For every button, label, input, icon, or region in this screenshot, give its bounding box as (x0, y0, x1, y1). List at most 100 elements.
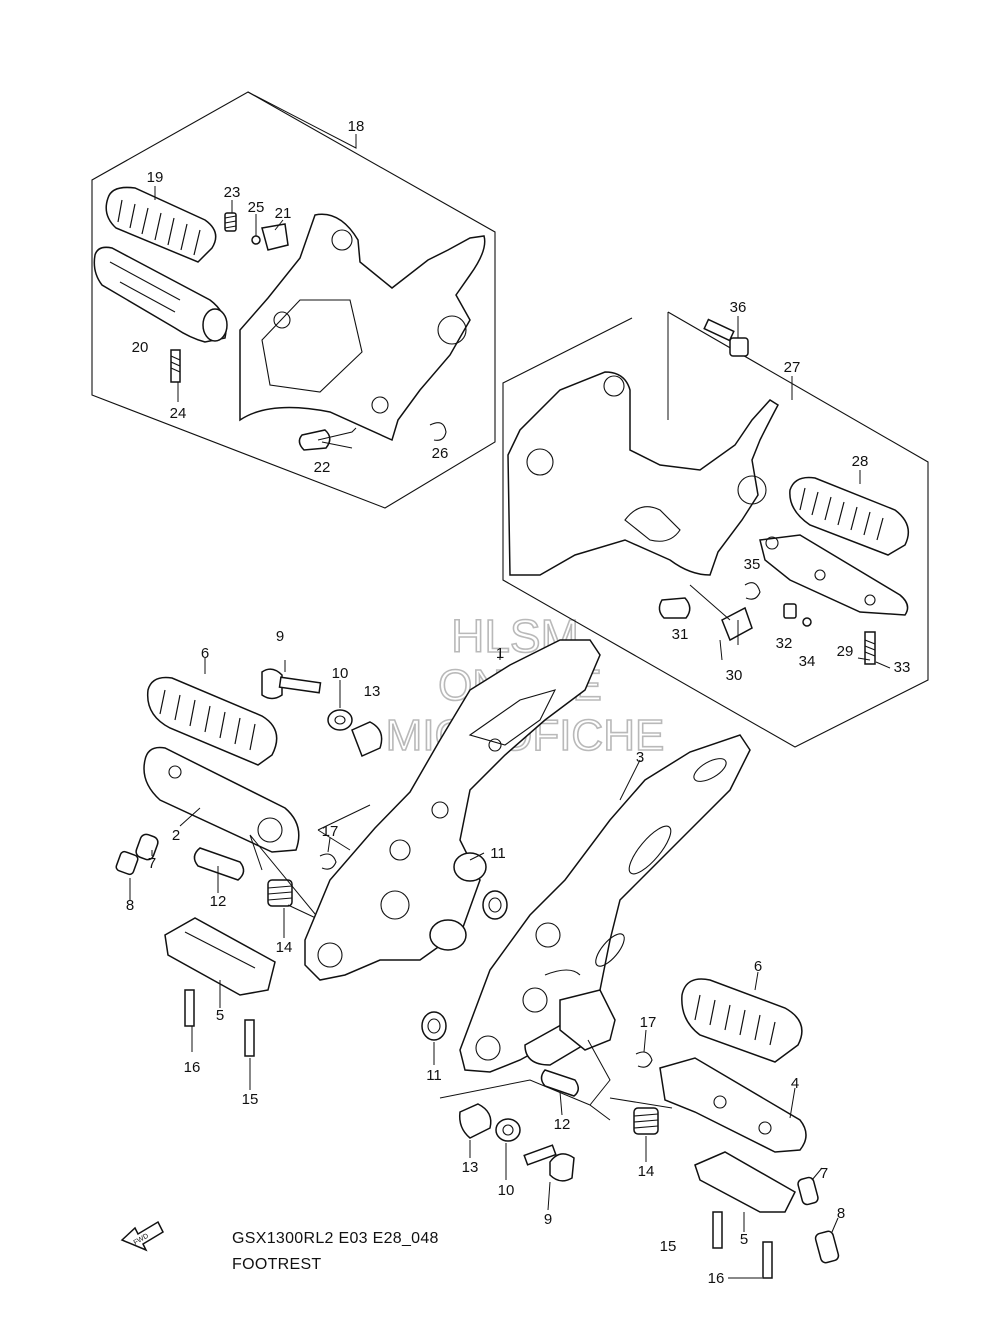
callout-6-right: 6 (754, 958, 762, 975)
callout-34: 34 (799, 653, 816, 670)
bolt-16-right (762, 1241, 773, 1279)
callout-25: 25 (248, 199, 265, 216)
callout-7-right: 7 (820, 1165, 828, 1182)
callout-14-left: 14 (276, 939, 293, 956)
callout-labels: 18 19 23 25 21 20 24 22 26 36 27 28 35 3… (126, 118, 911, 1287)
ball-25 (251, 235, 261, 245)
callout-26: 26 (432, 445, 449, 462)
fwd-arrow-icon: FWD (120, 1220, 164, 1252)
callout-10-right: 10 (498, 1182, 515, 1199)
bolt-16-left (184, 989, 195, 1027)
bolt-head-36 (729, 337, 749, 357)
bolt-36 (703, 318, 735, 342)
callout-2: 2 (172, 827, 180, 844)
callout-19: 19 (147, 169, 164, 186)
clip-35 (744, 582, 761, 600)
spring-32 (783, 603, 797, 619)
pin-31 (658, 597, 691, 619)
footrest-bracket-18 (239, 213, 486, 442)
callout-8-right: 8 (837, 1205, 845, 1222)
pin-12-right (540, 1069, 579, 1097)
callout-7-left: 7 (148, 855, 156, 872)
callout-13-right: 13 (462, 1159, 479, 1176)
callout-15-right: 15 (660, 1238, 677, 1255)
plug-7-right (797, 1176, 819, 1206)
collar-13-right (458, 1103, 492, 1139)
callout-21: 21 (275, 205, 292, 222)
footrest-bracket-27 (507, 371, 779, 576)
callout-31: 31 (672, 626, 689, 643)
callout-27: 27 (784, 359, 801, 376)
callout-10-left: 10 (332, 665, 349, 682)
bolt-9-right (523, 1144, 557, 1166)
cap-8-left (115, 850, 139, 876)
callout-13-left: 13 (364, 683, 381, 700)
callout-11-upper: 11 (490, 845, 506, 862)
callout-33: 33 (894, 659, 911, 676)
callout-16-left: 16 (184, 1059, 201, 1076)
footpeg-rubber-6-right (681, 978, 803, 1063)
bolt-9-left (261, 668, 283, 700)
footrest-bracket-1 (304, 639, 601, 981)
plate-30 (721, 606, 753, 642)
washer-11-lower (421, 1011, 447, 1041)
callout-17-left: 17 (322, 823, 339, 840)
callout-4: 4 (791, 1075, 799, 1092)
callout-20: 20 (132, 339, 149, 356)
boss-11 (453, 852, 487, 882)
callout-17-right: 17 (640, 1014, 657, 1031)
callout-12-right: 12 (554, 1116, 571, 1133)
clip-17-left (319, 853, 337, 870)
footpeg-rubber-6-left (146, 676, 278, 766)
callout-16-right: 16 (708, 1270, 725, 1287)
callout-9-left: 9 (276, 628, 284, 645)
collar-13-left (351, 721, 383, 758)
diagram-code: GSX1300RL2 E03 E28_048 (232, 1230, 439, 1247)
pin-22 (298, 429, 331, 451)
footpeg-rubber-19 (105, 186, 217, 263)
cap-8-right (814, 1230, 840, 1264)
callout-28: 28 (852, 453, 869, 470)
ball-34 (802, 617, 812, 627)
footrest-bracket-1-body (304, 639, 601, 981)
assembly-box-18 (91, 91, 496, 509)
pin-12-left (193, 847, 245, 881)
callout-11-lower: 11 (426, 1067, 442, 1084)
callout-36: 36 (730, 299, 747, 316)
rear-footrest-right-assembly (502, 311, 929, 748)
assembly-box-27 (502, 311, 929, 748)
diagram-title: FOOTREST (232, 1256, 322, 1273)
clip-26 (429, 422, 447, 441)
callout-22: 22 (314, 459, 331, 476)
plate-21 (261, 223, 289, 251)
callout-23: 23 (224, 184, 241, 201)
callout-24: 24 (170, 405, 187, 422)
heel-pad-5-left (164, 917, 276, 996)
callout-30: 30 (726, 667, 743, 684)
washer-10-right (495, 1118, 521, 1142)
callout-29: 29 (837, 643, 854, 660)
footpeg-4 (659, 1057, 807, 1153)
callout-14-right: 14 (638, 1163, 655, 1180)
washer-11-upper (482, 890, 508, 920)
footrest-bracket-3 (421, 734, 751, 1073)
callout-15-left: 15 (242, 1091, 259, 1108)
clip-17-right (635, 1051, 653, 1068)
washer-10-left (327, 709, 353, 731)
callout-18: 18 (348, 118, 365, 135)
callout-12-left: 12 (210, 893, 227, 910)
front-footrest-right-assembly (439, 978, 840, 1279)
footpeg-pivot-20 (202, 308, 228, 342)
callout-1: 1 (496, 645, 504, 662)
callout-32: 32 (776, 635, 793, 652)
callout-9-right: 9 (544, 1211, 552, 1228)
rear-footrest-left-assembly (91, 91, 496, 509)
callout-leaders (129, 91, 891, 1279)
callout-6-left: 6 (201, 645, 209, 662)
heel-pad-5-right (694, 1151, 796, 1213)
footpeg-2 (143, 746, 300, 853)
callout-5-right: 5 (740, 1231, 748, 1248)
callout-5-left: 5 (216, 1007, 224, 1024)
front-footrest-left-assembly (115, 668, 383, 1057)
